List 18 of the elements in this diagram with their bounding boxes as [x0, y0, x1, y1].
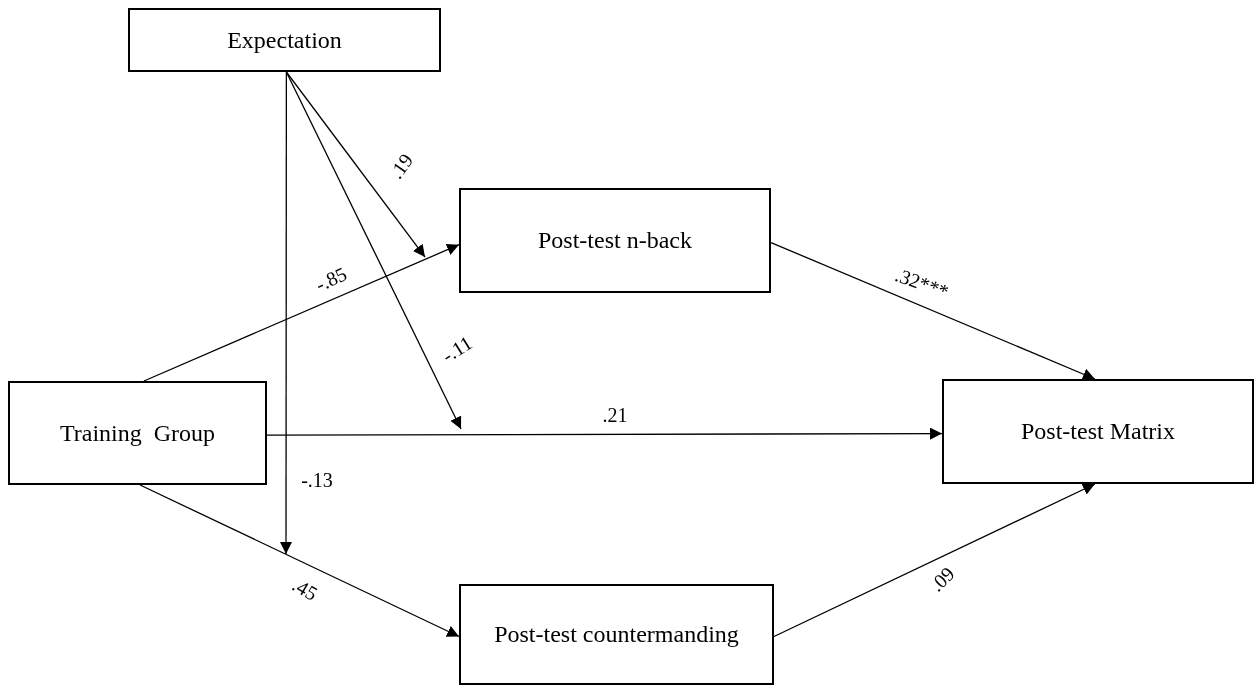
arrow	[285, 71, 426, 258]
arrow	[143, 243, 460, 382]
arrow	[266, 427, 943, 440]
arrow	[280, 71, 292, 555]
variable-box	[942, 379, 1254, 484]
variable-name: Post-test countermanding	[493, 620, 740, 649]
variable-box	[459, 188, 771, 293]
arrow	[773, 483, 1096, 638]
variable-box	[8, 381, 267, 485]
arrow	[139, 484, 460, 638]
variable-box	[459, 584, 774, 685]
variable-name: Expectation	[226, 25, 343, 55]
variable-name: Post-test Matrix	[1020, 417, 1176, 446]
variable-name: Training Group	[58, 418, 217, 448]
arrow	[285, 71, 462, 430]
arrow	[770, 241, 1096, 380]
variable-box	[128, 8, 441, 72]
variable-name: Post-test n-back	[537, 226, 693, 255]
